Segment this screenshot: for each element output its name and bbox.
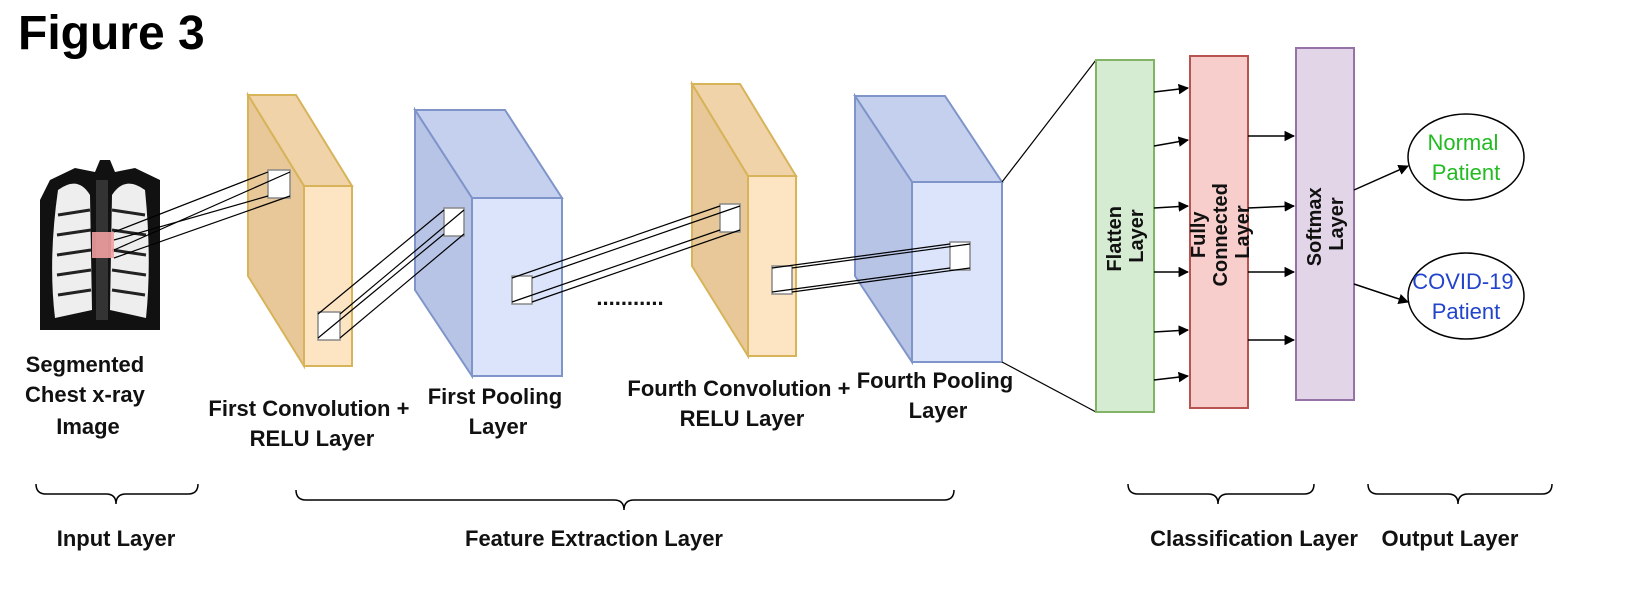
flatten-to-fc-arrows [1153,83,1190,383]
figure-title: Figure 3 [18,7,205,60]
fully-connected-label: Fully Connected Layer [1188,178,1254,287]
chest-xray-image [38,160,164,330]
fourth-convolution-label: Fourth Convolution + RELU Layer [627,376,856,431]
softmax-label: Softmax Layer [1304,182,1348,266]
input-image-label: Segmented Chest x-ray Image [25,352,151,439]
first-convolution-block [246,91,354,370]
first-pooling-block [413,106,564,380]
flatten-layer-box [1095,59,1155,413]
first-convolution-label: First Convolution + RELU Layer [208,396,415,451]
normal-patient-label: Normal Patient [1427,130,1504,185]
connector-lines [113,59,1097,413]
section-braces [35,483,1553,511]
normal-patient-node [1407,113,1525,201]
fourth-convolution-block [690,80,798,360]
input-layer-section-label: Input Layer [57,526,176,551]
layers-ellipsis: ........... [596,285,663,310]
fully-connected-layer-box [1189,55,1249,409]
fourth-pooling-block [853,92,1004,366]
feature-extraction-section-label: Feature Extraction Layer [465,526,723,551]
fc-to-softmax-arrows [1247,130,1296,346]
output-layer-section-label: Output Layer [1382,526,1519,551]
fourth-pooling-label: Fourth Pooling Layer [857,368,1020,423]
first-pooling-label: First Pooling Layer [428,384,569,439]
classification-section-label: Classification Layer [1150,526,1358,551]
flatten-label: Flatten Layer [1104,200,1148,271]
covid-patient-label: COVID-19 Patient [1412,269,1520,324]
covid-patient-node [1407,252,1525,340]
softmax-to-output-arrows [1353,165,1409,304]
softmax-layer-box [1295,47,1355,401]
